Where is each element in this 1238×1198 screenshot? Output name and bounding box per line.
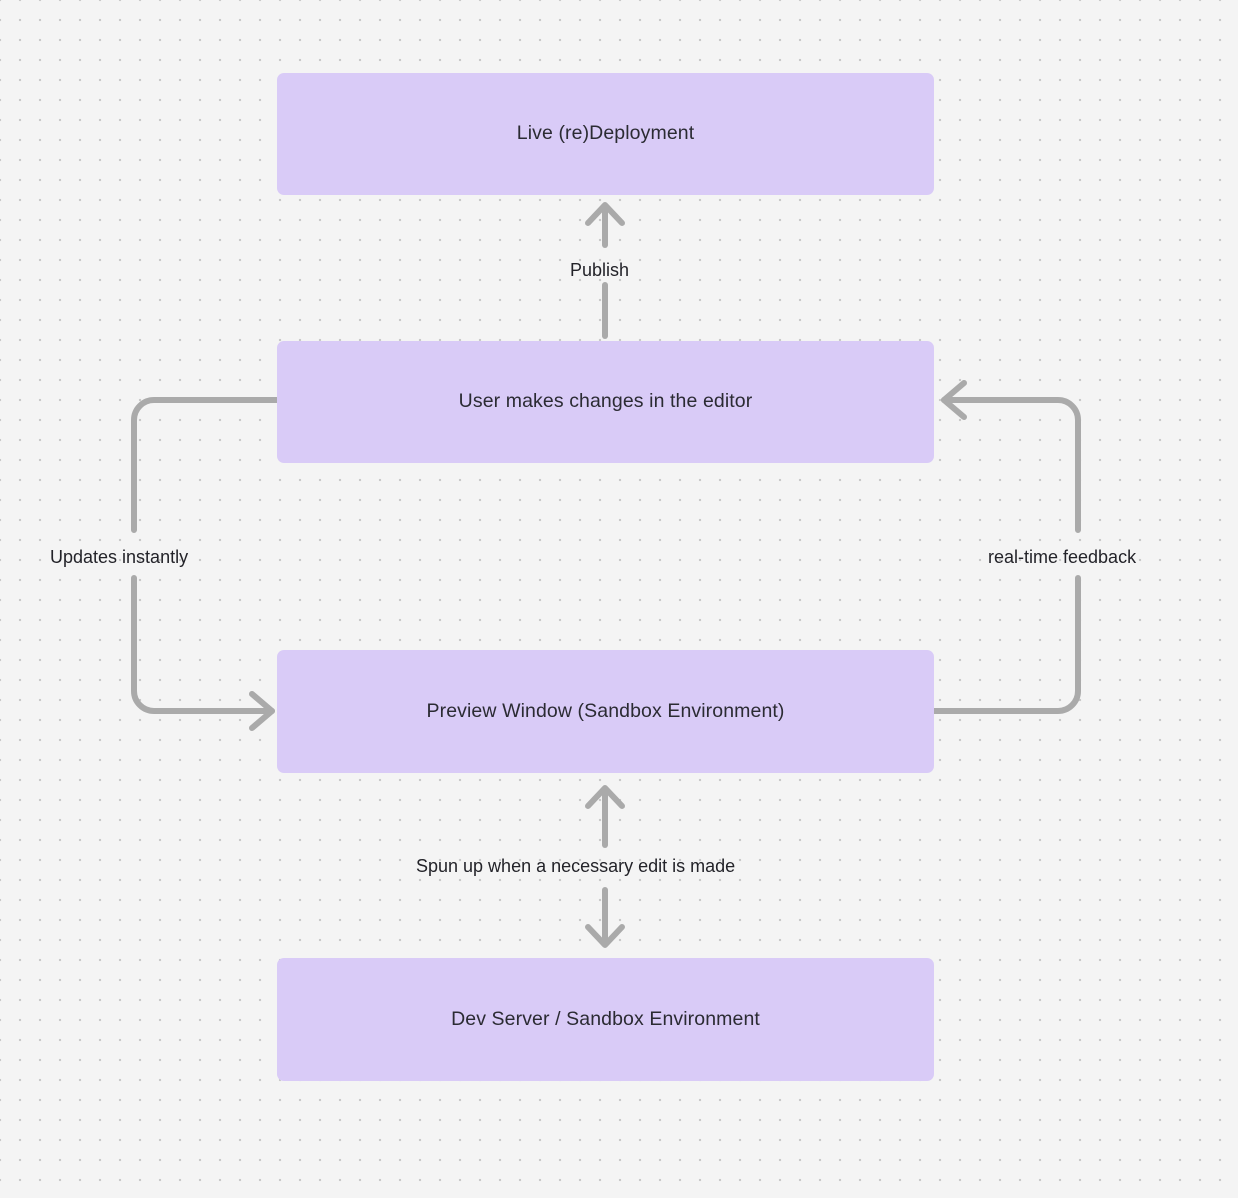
edge-label-spun-up: Spun up when a necessary edit is made: [416, 856, 736, 876]
edge-feedback-upper-segment: [941, 397, 1081, 533]
node-live-deployment[interactable]: Live (re)Deployment: [277, 73, 934, 195]
edge-spunup-down-arrowhead: [585, 924, 625, 948]
node-preview-window[interactable]: Preview Window (Sandbox Environment): [277, 650, 934, 773]
edge-publish-arrowhead: [585, 202, 625, 226]
edge-label-updates-instantly: Updates instantly: [50, 547, 189, 567]
edge-feedback-lower-segment: [931, 575, 1081, 714]
node-dev-server[interactable]: Dev Server / Sandbox Environment: [277, 958, 934, 1081]
node-user-makes-changes[interactable]: User makes changes in the editor: [277, 341, 934, 463]
node-dev-server-label: Dev Server / Sandbox Environment: [451, 1007, 760, 1030]
edge-feedback-arrowhead: [941, 380, 967, 420]
node-live-deployment-label: Live (re)Deployment: [516, 122, 695, 145]
edge-label-real-time-feedback: real-time feedback: [988, 547, 1137, 567]
edge-spunup-up-arrowhead: [585, 785, 625, 809]
node-preview-window-label: Preview Window (Sandbox Environment): [426, 699, 785, 722]
edge-updates-lower-segment: [131, 575, 275, 714]
edge-label-publish: Publish: [570, 260, 630, 280]
edge-updates-upper-segment: [131, 397, 280, 533]
edge-updates-arrowhead: [249, 691, 275, 731]
node-user-makes-changes-label: User makes changes in the editor: [458, 390, 753, 413]
